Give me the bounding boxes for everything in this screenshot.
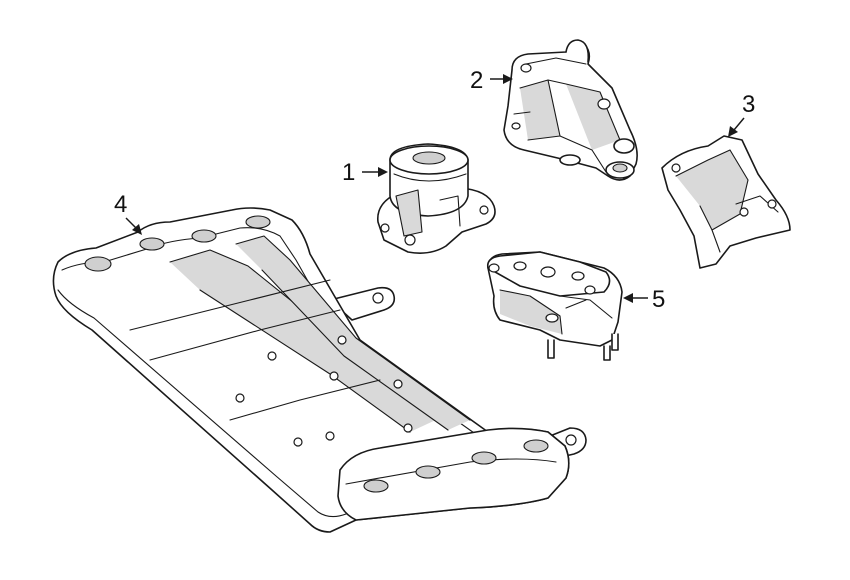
callout-4-arrow — [132, 224, 142, 235]
engine-mount[interactable] — [376, 143, 496, 254]
callout-5-label: 5 — [652, 286, 665, 313]
callout-1-arrow — [378, 167, 388, 177]
transmission-mount-bracket[interactable] — [503, 39, 638, 181]
callout-5: 5 — [623, 286, 665, 313]
heat-shield[interactable] — [661, 135, 791, 269]
callout-2: 2 — [470, 67, 513, 94]
callout-1-label: 1 — [342, 159, 355, 186]
subframe-crossmember[interactable] — [52, 207, 587, 533]
callout-3-label: 3 — [742, 91, 755, 118]
mount-bracket[interactable] — [486, 251, 623, 361]
callout-3-arrow — [728, 126, 738, 137]
callout-4-leader — [125, 217, 137, 229]
callout-2-arrow — [503, 74, 513, 84]
callout-2-label: 2 — [470, 67, 483, 94]
callout-4: 4 — [114, 191, 142, 235]
callout-3-leader — [733, 117, 745, 131]
callout-4-label: 4 — [114, 191, 127, 218]
callout-5-arrow — [623, 293, 633, 303]
callout-1: 1 — [342, 159, 388, 186]
callout-3: 3 — [728, 91, 755, 137]
